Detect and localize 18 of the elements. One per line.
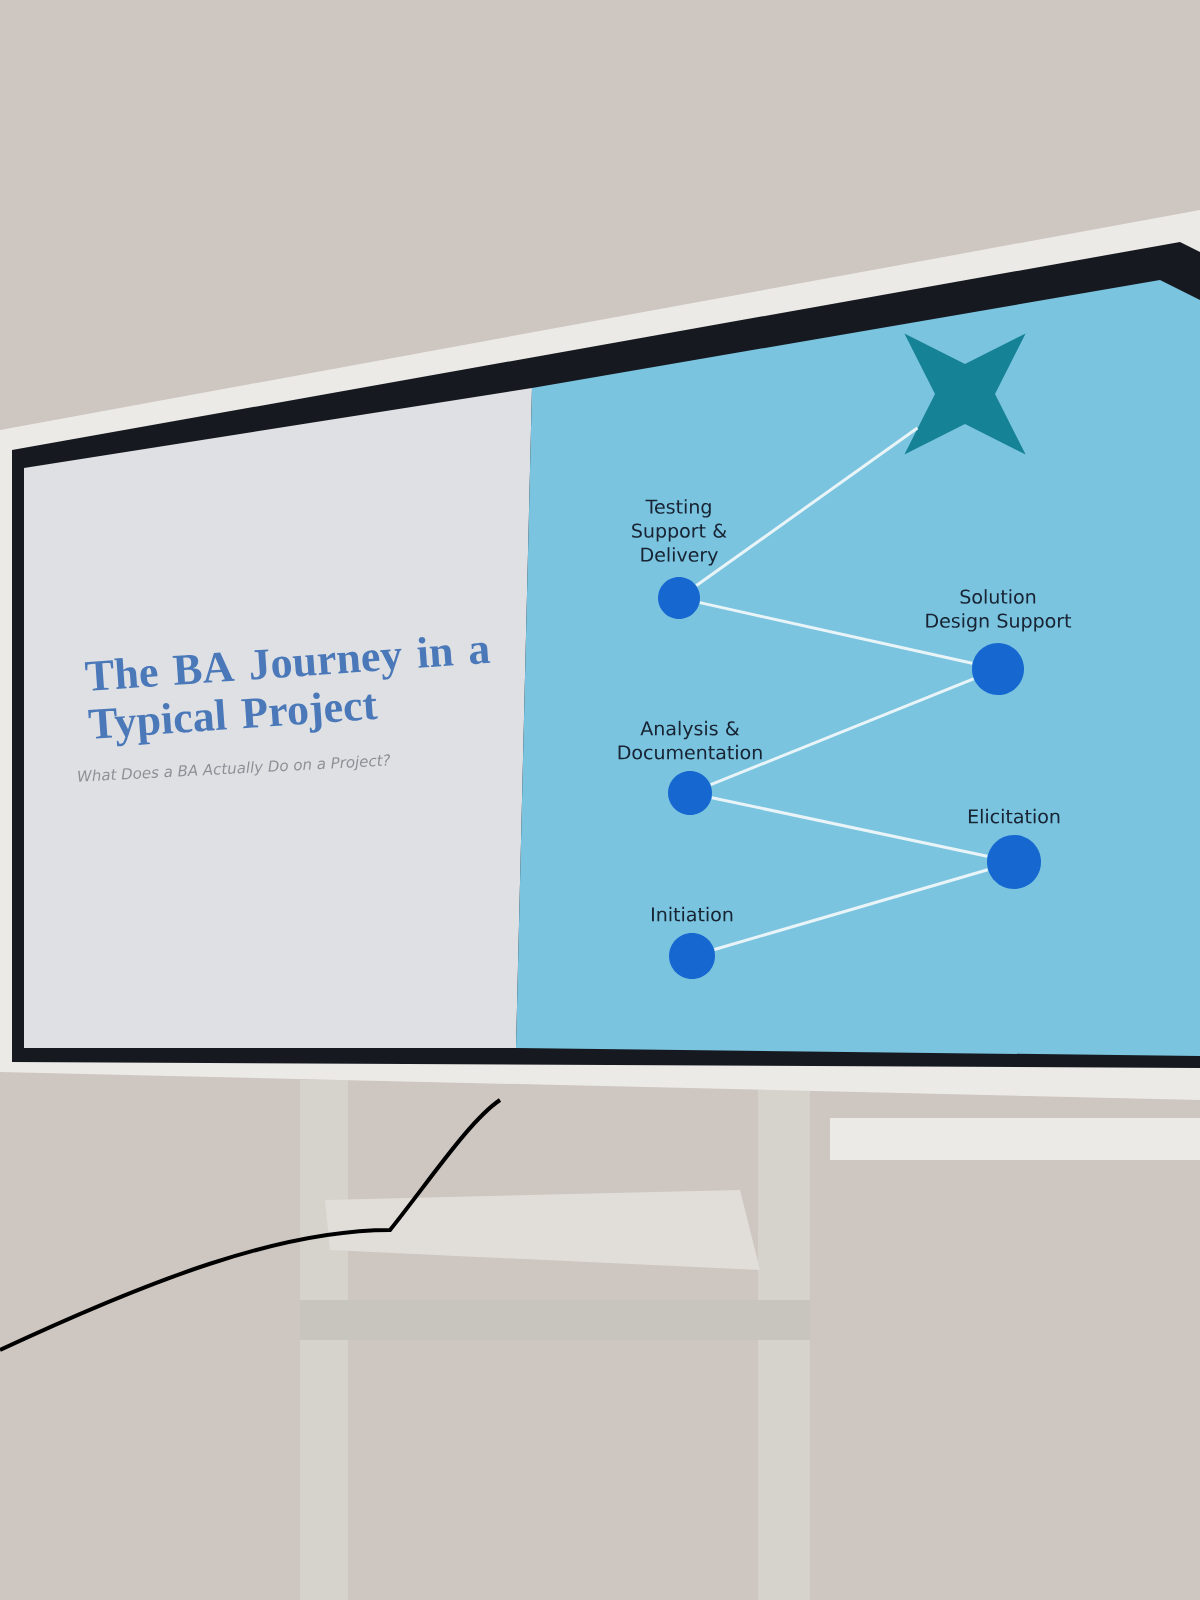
connector-line: [695, 426, 919, 587]
stage-node: Initiation: [652, 906, 733, 979]
slide-subtitle: What Does a BA Actually Do on a Project?: [78, 754, 390, 782]
stage-node: Solution Design Support: [926, 589, 1072, 695]
connector-line: [711, 796, 988, 858]
connector-line: [699, 601, 973, 665]
stage-node: Analysis & Documentation: [618, 720, 762, 815]
node-label: Elicitation: [968, 808, 1060, 824]
connector-line: [710, 677, 975, 787]
connector-line: [714, 868, 989, 951]
stage-node: Testing Support & Delivery: [632, 499, 727, 619]
star-icon: [904, 333, 1026, 455]
node-label: Solution Design Support: [926, 589, 1072, 632]
node-label: Testing Support & Delivery: [632, 499, 727, 566]
node-label: Initiation: [652, 906, 733, 922]
stage-node: Elicitation: [968, 808, 1060, 889]
slide-title: The BA Journey in a Typical Project: [84, 636, 491, 747]
node-label: Analysis & Documentation: [618, 720, 762, 760]
